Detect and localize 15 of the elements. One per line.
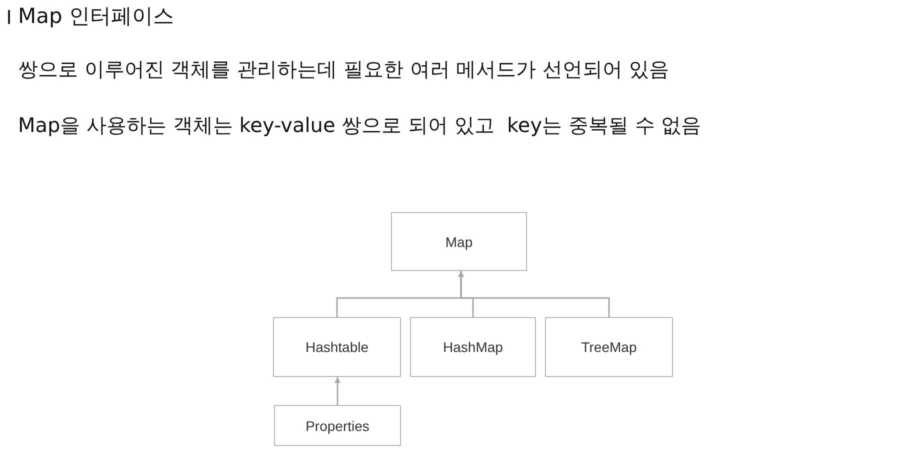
class-name: Properties — [306, 418, 370, 434]
inheritance-arrow — [458, 271, 610, 317]
class-box — [391, 212, 527, 271]
class-box — [274, 405, 401, 446]
description-text: Map을 사용하는 객체는 key-value 쌍으로 되어 있고 key는 중복될 수 없음 — [18, 112, 702, 139]
inheritance-arrow — [334, 377, 340, 405]
class-box — [410, 317, 536, 377]
class-name: Map — [445, 234, 473, 250]
class-box — [545, 317, 673, 377]
class-name: TreeMap — [581, 339, 637, 355]
description-text: 쌍으로 이루어진 객체를 관리하는데 필요한 여러 메서드가 선언되어 있음 — [18, 56, 669, 83]
title: Map 인터페이스 — [18, 3, 174, 30]
class-box — [273, 317, 401, 377]
class-name: Hashtable — [305, 339, 369, 355]
class-name: HashMap — [443, 339, 503, 355]
